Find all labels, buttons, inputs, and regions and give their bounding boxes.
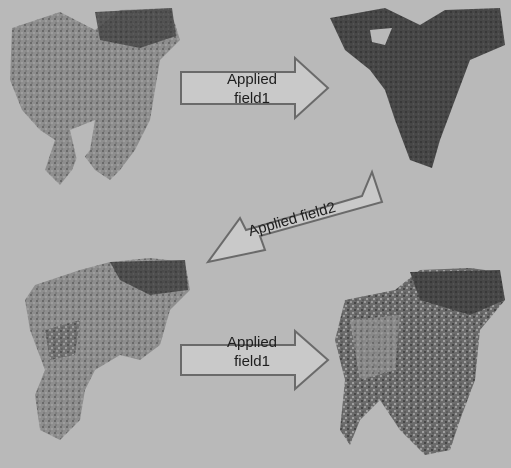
bottom-arrow-label: Applied field1 [212, 333, 292, 371]
sample-bottom-right [335, 268, 505, 455]
sample-top-left [10, 8, 180, 185]
top-arrow-label-line2: field1 [212, 89, 292, 108]
sample-top-right [330, 8, 505, 168]
bottom-arrow-label-line1: Applied [212, 333, 292, 352]
top-arrow-label: Applied field1 [212, 70, 292, 108]
top-arrow-label-line1: Applied [212, 70, 292, 89]
bottom-arrow-label-line2: field1 [212, 352, 292, 371]
sample-bottom-left [25, 258, 190, 440]
